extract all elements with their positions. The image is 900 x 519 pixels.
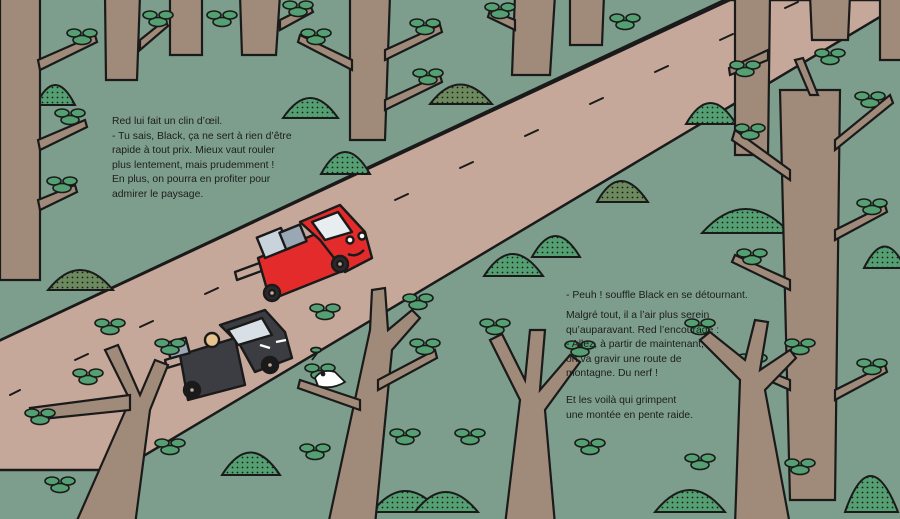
story-text-right-line-1: - Peuh ! souffle Black en se détournant. xyxy=(566,290,748,301)
story-text-left: Red lui fait un clin d’œil. - Tu sais, B… xyxy=(112,116,292,200)
trees-foreground xyxy=(28,286,798,519)
story-text-right-paragraph-2: Malgré tout, il a l’air plus serein qu’a… xyxy=(566,310,720,379)
story-text-right-paragraph-3: Et les voilà qui grimpent une montée en … xyxy=(566,395,694,421)
bird xyxy=(310,346,347,389)
bushes xyxy=(34,83,900,513)
road-center-dashes xyxy=(9,1,799,396)
trees-background xyxy=(0,0,900,502)
red-truck xyxy=(233,203,374,303)
